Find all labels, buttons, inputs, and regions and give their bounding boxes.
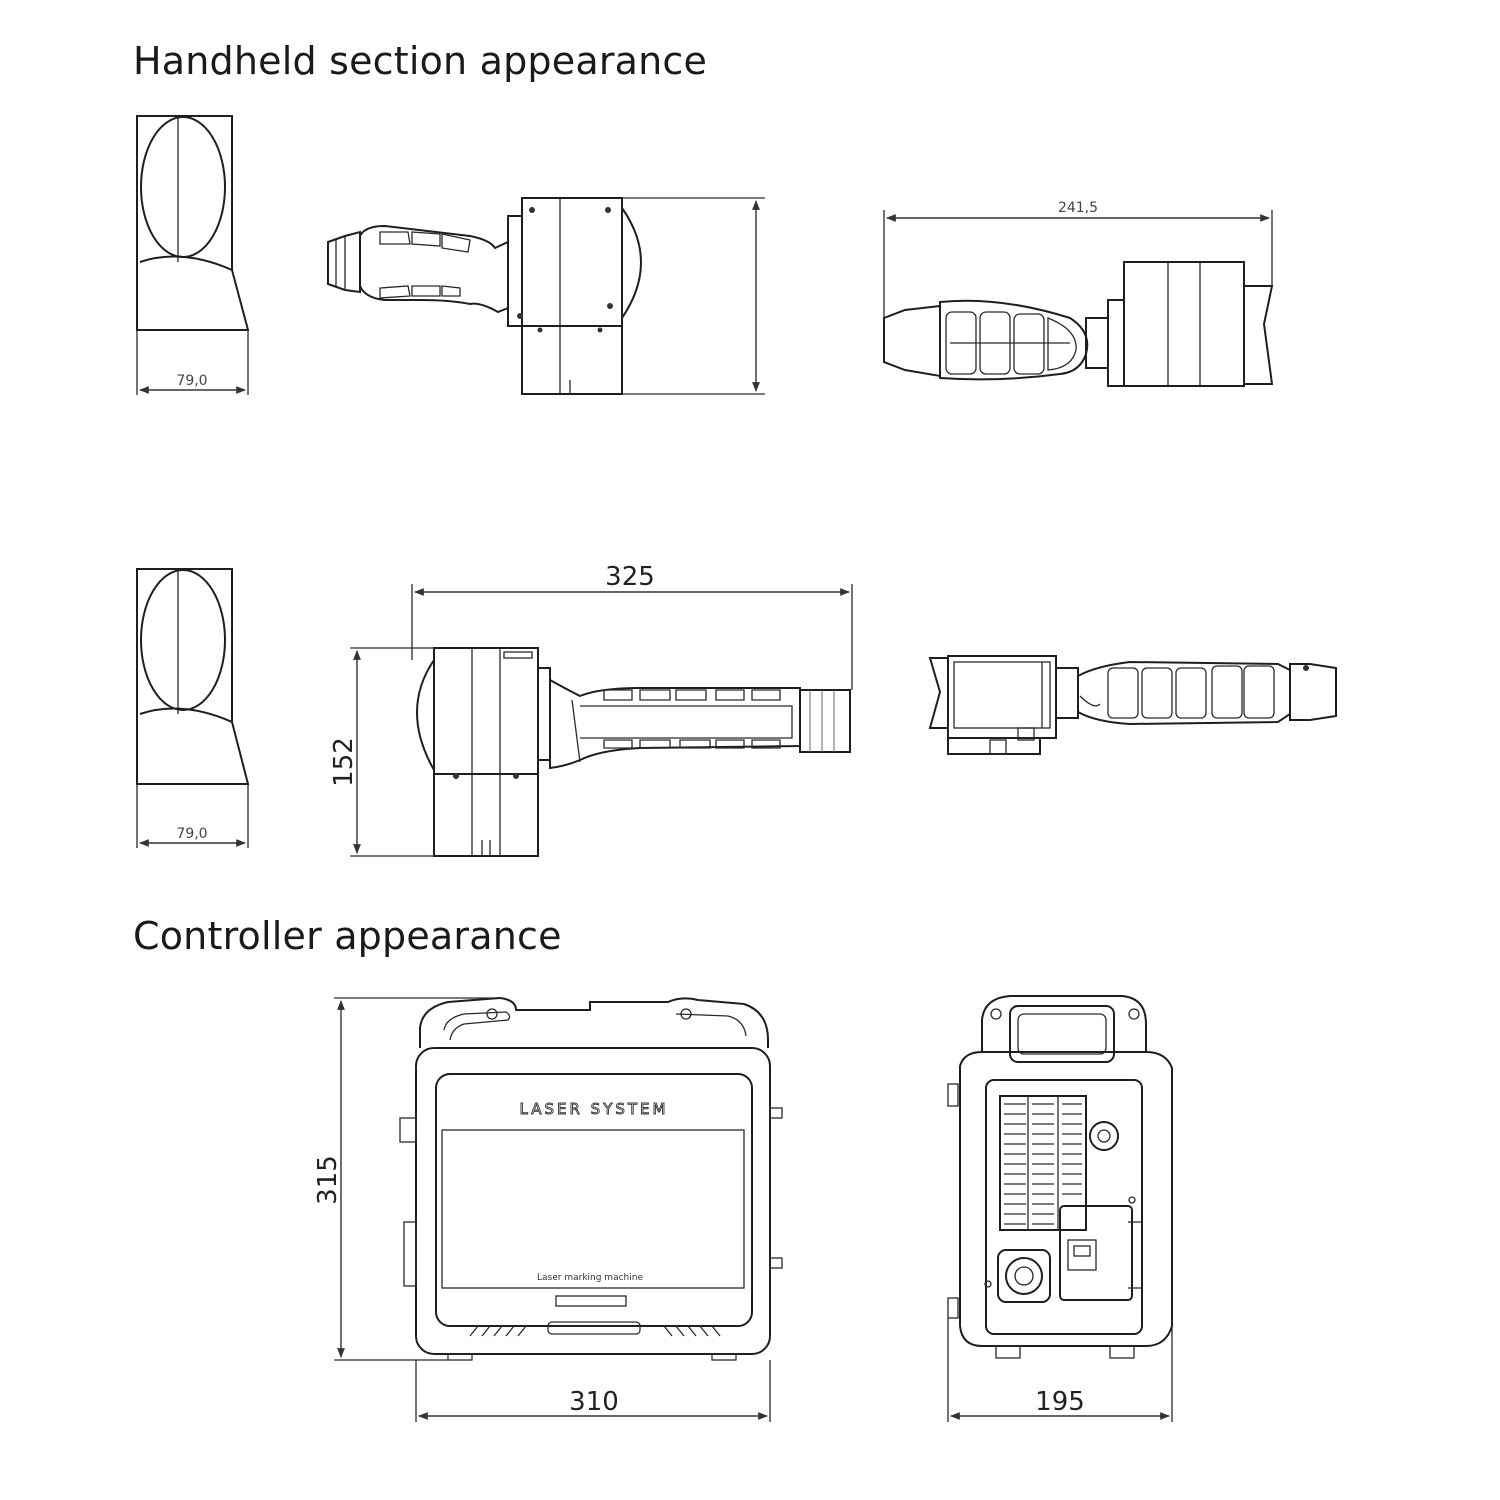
handheld-side-view-mid	[416, 647, 851, 857]
controller-section-heading: Controller appearance	[133, 914, 562, 958]
dimension-top-height	[622, 197, 765, 395]
brand-label: LASER SYSTEM	[520, 1100, 669, 1118]
dimension-mid-length: 325	[411, 562, 853, 690]
dim-text-152: 152	[329, 737, 359, 787]
handheld-top-view-mid	[928, 655, 1337, 755]
handheld-side-view-top	[327, 197, 642, 395]
dimension-top-side-width: 79,0	[136, 330, 249, 395]
dim-text-315: 315	[313, 1155, 343, 1205]
dim-text-79-top: 79,0	[176, 373, 207, 389]
dim-text-310: 310	[569, 1387, 619, 1417]
dimension-mid-side-width: 79,0	[136, 784, 249, 848]
dim-text-241-5: 241,5	[1058, 200, 1098, 216]
handheld-section-heading: Handheld section appearance	[133, 39, 708, 83]
handheld-top-view-top	[883, 261, 1274, 387]
dimension-mid-height: 152	[329, 647, 434, 857]
dimension-controller-side-width: 195	[947, 1318, 1173, 1422]
caption-label: Laser marking machine	[537, 1273, 643, 1283]
dimension-controller-height: 315	[313, 997, 500, 1361]
handheld-front-view-top	[136, 115, 250, 331]
dim-text-79-mid: 79,0	[176, 826, 207, 842]
dim-text-325: 325	[605, 562, 655, 592]
controller-side-view	[947, 995, 1173, 1359]
dim-text-195: 195	[1035, 1387, 1085, 1417]
dimension-controller-front-width: 310	[415, 1360, 771, 1422]
handheld-front-view-mid	[136, 568, 250, 785]
dimension-top-length: 241,5	[883, 200, 1273, 318]
controller-front-view: LASER SYSTEM Laser marking machine	[399, 996, 783, 1361]
